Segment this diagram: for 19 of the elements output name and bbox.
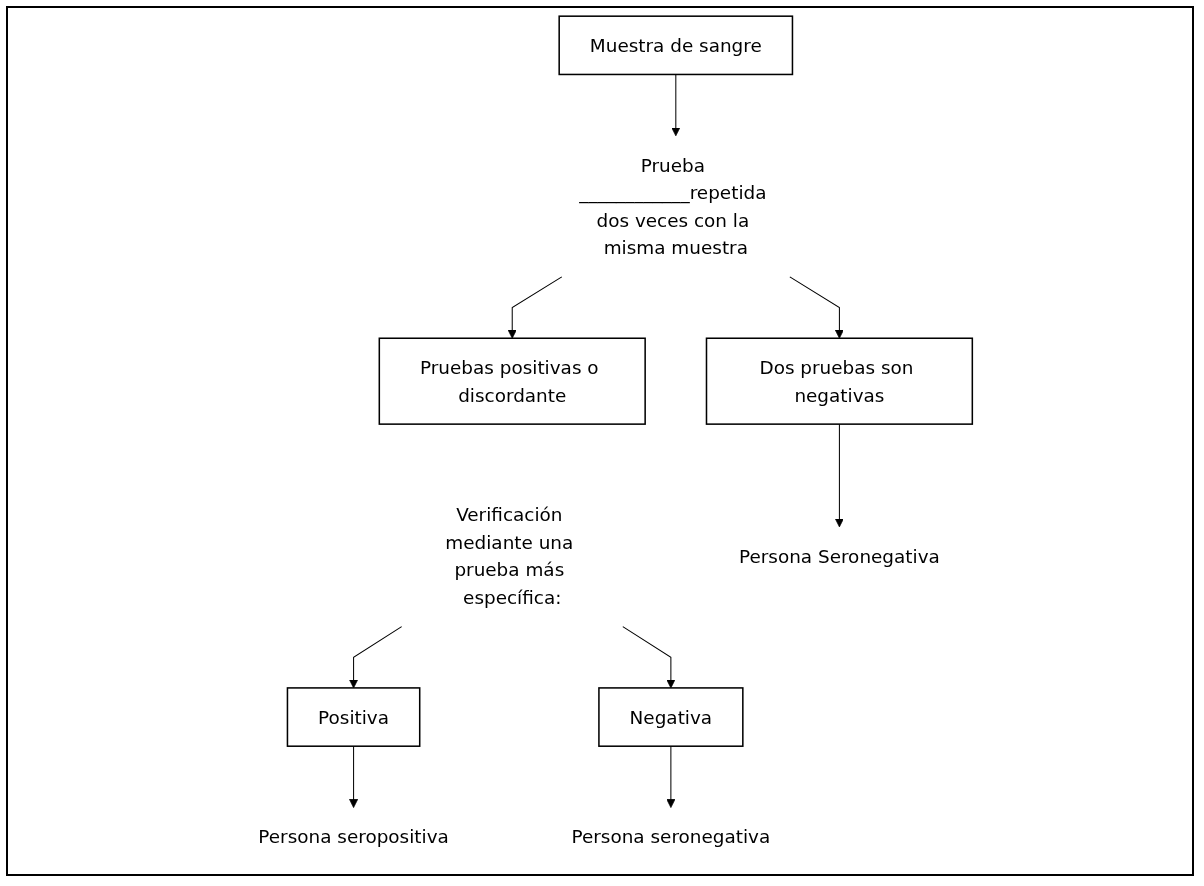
node-box [378,337,646,425]
arrow [834,423,844,528]
node-text: Prueba ____________repetida dos veces con la misma muestra [579,154,767,259]
diagram-frame: Muestra de sangre Prueba ____________repetida dos veces con la misma muestra Dos pruebas son negativas Pruebas positivas o discordante Verificación mediante una prueba más específica: Positiva Negativa Persona Seronegativa Persona seropositiva Persona seronegativa [6,6,1194,876]
node-box [598,687,744,747]
arrow [671,73,681,137]
arrow [507,276,563,339]
node-text: Persona Seronegativa [738,545,940,567]
arrow [622,626,676,689]
arrow [349,745,359,808]
node-box [558,15,794,76]
arrow [666,745,676,808]
node-box [286,687,421,747]
arrow [789,276,844,339]
node-box [705,337,974,425]
node-text: Verificación mediante una prueba más específica: [445,503,574,609]
node-text: Persona seropositiva [258,825,449,848]
arrow [349,626,403,689]
node-text: Persona seronegativa [571,825,771,848]
